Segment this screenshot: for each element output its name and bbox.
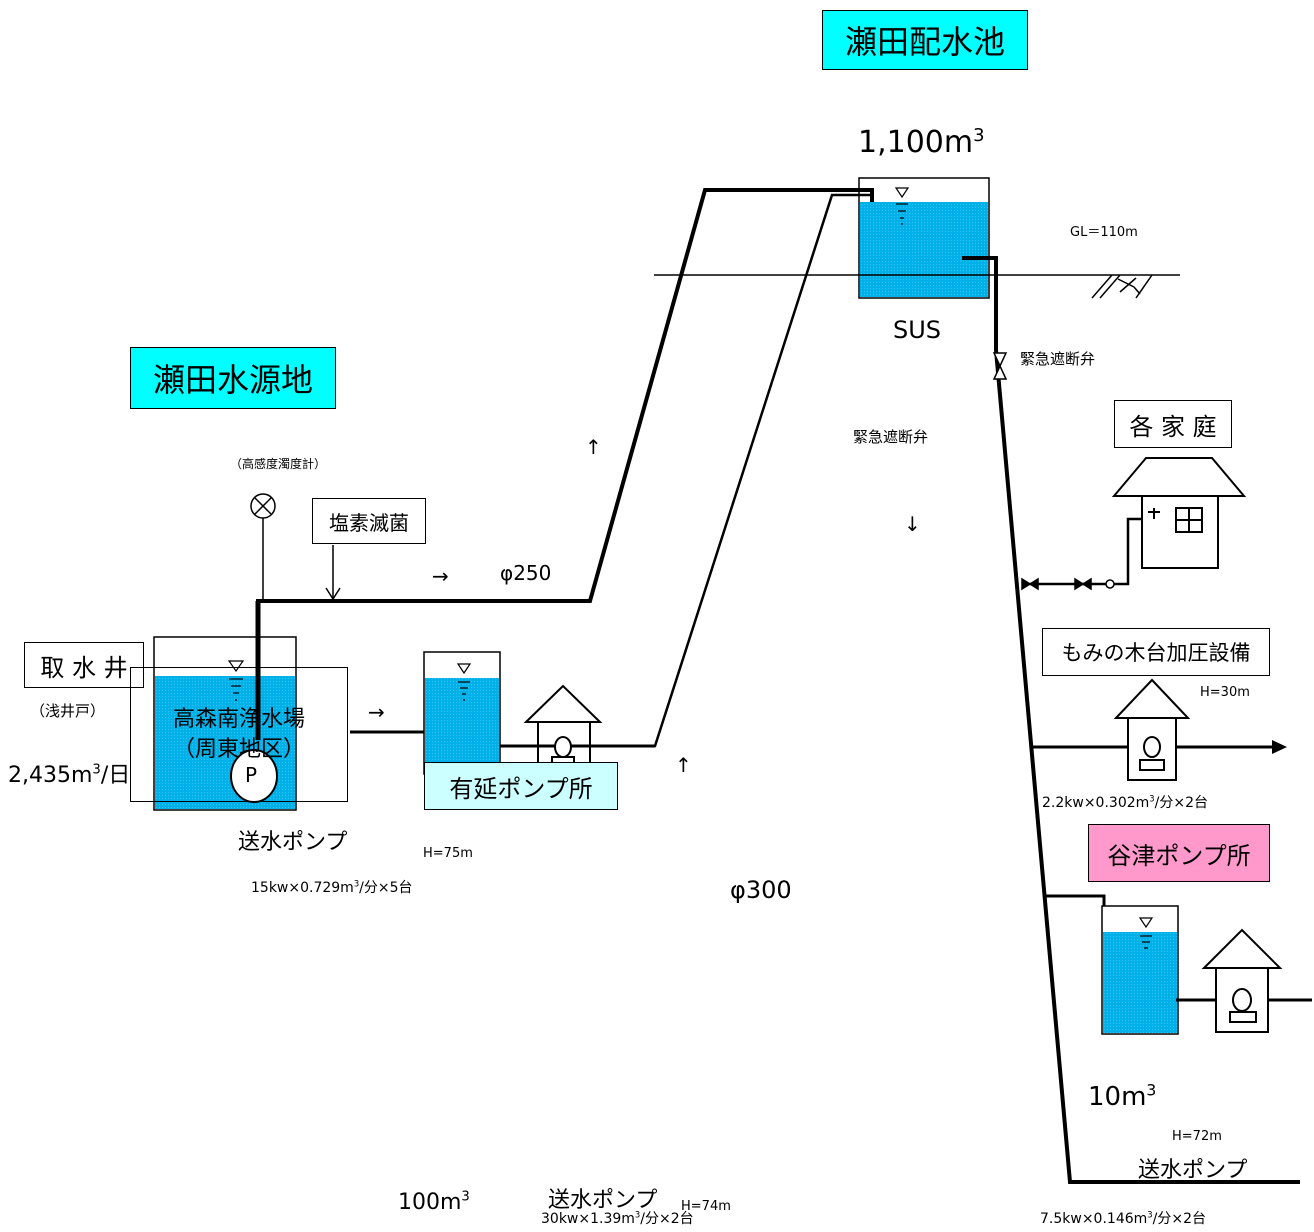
- arrow-up-1: ↑: [585, 435, 602, 459]
- yatsu-tank: [1101, 905, 1179, 1035]
- arrow-down-1: ↓: [904, 512, 921, 536]
- valve-center-label: 緊急遮断弁: [853, 428, 929, 446]
- takamori-label: 高森南浄水場: [172, 706, 305, 732]
- intake-well-label: 取 水 井: [24, 642, 144, 688]
- meter-icon: [1105, 579, 1115, 589]
- haisuichi-tank: [858, 177, 990, 299]
- pump-house-momi-icon: [1113, 678, 1191, 781]
- chlorine-label: 塩素滅菌: [312, 498, 426, 544]
- house-icon: [1111, 457, 1247, 569]
- title-arinobe: 有延ポンプ所: [424, 762, 618, 810]
- pipe-yatsu: [1046, 894, 1106, 926]
- water-level-icon: [456, 663, 472, 701]
- turbidity-meter-icon: [250, 493, 276, 601]
- water-level-icon: [894, 187, 910, 225]
- yatsu-pump-spec: 7.5kw×0.146m3/分×2台: [1040, 1209, 1206, 1227]
- arrow-head-icon: [1272, 740, 1287, 754]
- valve-right-label: 緊急遮断弁: [1020, 350, 1096, 368]
- arinobe-pump-spec: 30kw×1.39m3/分×2台: [541, 1209, 694, 1227]
- shutoff-valve-icon: [992, 352, 1008, 380]
- pipe-250-label: φ250: [500, 561, 552, 585]
- arrow-up-2: ↑: [675, 753, 692, 777]
- momi-spec: 2.2kw×0.302m3/分×2台: [1042, 793, 1208, 811]
- water-level-icon: [227, 660, 245, 701]
- gl-label: GL＝110m: [1070, 225, 1138, 240]
- flow-arrow-1: →: [432, 564, 449, 588]
- ground-hatch-icon: [1091, 274, 1153, 299]
- pipe-household: [1022, 517, 1150, 586]
- intake-volume: 2,435m3/日: [8, 762, 131, 788]
- arinobe-volume: 100m3: [398, 1189, 470, 1215]
- pipe-phi300: [500, 193, 872, 748]
- yatsu-volume: 10m3: [1088, 1081, 1157, 1112]
- momi-h: H=30m: [1200, 685, 1250, 700]
- chlorine-arrow-icon: [325, 545, 341, 601]
- takamori-sub: （周東地区）: [172, 736, 305, 762]
- main-pump-spec: 15kw×0.729m3/分×5台: [251, 878, 413, 896]
- arinobe-pump-h: H=74m: [681, 1199, 731, 1214]
- main-pump-label: 送水ポンプ: [238, 830, 348, 855]
- turbidity-label: （高感度濁度計）: [230, 457, 327, 471]
- pump-house-yatsu-icon: [1201, 928, 1283, 1033]
- flow-arrow-2: →: [368, 700, 385, 724]
- arinobe-tank: [423, 651, 501, 775]
- sus-label: SUS: [893, 316, 942, 344]
- arinobe-pump-label: 送水ポンプ: [548, 1188, 658, 1213]
- pipe-outlet: [962, 256, 1300, 1184]
- yatsu-pump-label: 送水ポンプ: [1138, 1158, 1248, 1183]
- pump-p-label: P: [245, 763, 258, 787]
- pump-house-arinobe-icon: [523, 684, 603, 775]
- haisuichi-volume: 1,100m3: [858, 125, 985, 160]
- household-label: 各 家 庭: [1114, 400, 1232, 448]
- title-seta-suigenchi: 瀬田水源地: [130, 347, 336, 409]
- yatsu-h: H=72m: [1172, 1129, 1222, 1144]
- pipe-300-label: φ300: [730, 876, 792, 904]
- takamori-box: 高森南浄水場 （周東地区）: [130, 667, 348, 802]
- title-yatsu: 谷津ポンプ所: [1088, 824, 1270, 882]
- pump-p-icon: [230, 749, 278, 803]
- main-pump-h: H=75m: [423, 846, 473, 861]
- title-seta-haisuichi: 瀬田配水池: [822, 10, 1028, 70]
- asaido-label: （浅井戸）: [30, 702, 106, 720]
- household-valve-icon: [1021, 577, 1092, 591]
- momi-label: もみの木台加圧設備: [1042, 628, 1270, 676]
- water-level-icon: [1138, 917, 1154, 949]
